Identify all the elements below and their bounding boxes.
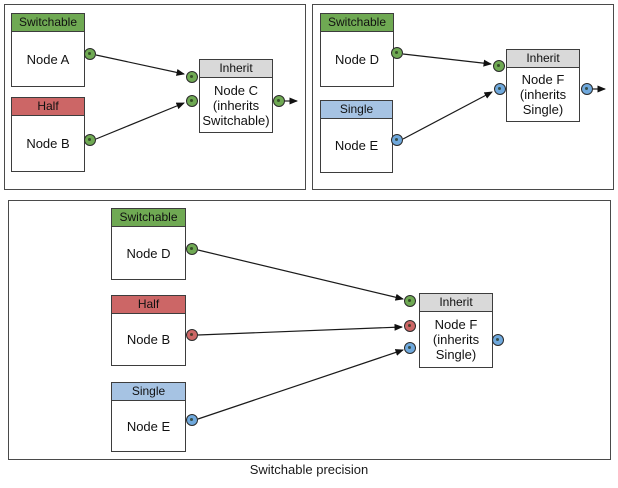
- node-b-bottom-body: Node B: [112, 314, 185, 365]
- node-a-label: Node A: [26, 51, 70, 67]
- node-f-bottom-sublabel: (inherits Single): [432, 332, 480, 362]
- node-f-bottom: Inherit Node F (inherits Single): [419, 293, 493, 368]
- node-c: Inherit Node C (inherits Switchable): [199, 59, 273, 133]
- port-node-f-top-input-d: [493, 60, 505, 72]
- node-e-bottom-header-label: Single: [131, 384, 166, 398]
- node-f-top-label: Node F: [521, 72, 565, 87]
- node-d-bottom-label: Node D: [126, 245, 171, 261]
- node-b-body: Node B: [12, 116, 84, 171]
- node-f-bottom-header-label: Inherit: [439, 295, 473, 309]
- node-a: Switchable Node A: [11, 13, 85, 87]
- node-c-body: Node C (inherits Switchable): [200, 78, 272, 132]
- node-d-top-label: Node D: [334, 51, 380, 67]
- port-node-f-bottom-input-d: [404, 295, 416, 307]
- node-f-bottom-header: Inherit: [420, 294, 492, 312]
- port-node-f-top-input-e: [494, 83, 506, 95]
- node-f-top: Inherit Node F (inherits Single): [506, 49, 580, 122]
- port-node-f-bottom-output: [492, 334, 504, 346]
- port-node-a-output: [84, 48, 96, 60]
- node-f-top-body: Node F (inherits Single): [507, 68, 579, 121]
- node-b-bottom-header-label: Half: [137, 297, 160, 311]
- node-b-bottom: Half Node B: [111, 295, 186, 366]
- port-node-c-input-b: [186, 95, 198, 107]
- node-d-bottom-header-label: Switchable: [119, 210, 178, 224]
- port-node-d-top-output: [391, 47, 403, 59]
- node-d-bottom: Switchable Node D: [111, 208, 186, 280]
- node-e-top: Single Node E: [320, 100, 393, 173]
- node-b-header: Half: [12, 98, 84, 116]
- port-node-f-bottom-input-b: [404, 320, 416, 332]
- node-f-top-header: Inherit: [507, 50, 579, 68]
- node-a-header-label: Switchable: [18, 15, 78, 29]
- port-node-c-output: [273, 95, 285, 107]
- node-b-label: Node B: [26, 136, 70, 151]
- node-f-top-header-label: Inherit: [526, 51, 560, 65]
- node-a-body: Node A: [12, 32, 84, 86]
- node-b: Half Node B: [11, 97, 85, 172]
- node-e-bottom-body: Node E: [112, 401, 185, 451]
- node-f-bottom-body: Node F (inherits Single): [420, 312, 492, 367]
- node-d-top-body: Node D: [321, 32, 393, 86]
- node-e-top-label: Node E: [334, 138, 379, 153]
- node-d-bottom-header: Switchable: [112, 209, 185, 227]
- port-node-c-input-a: [186, 71, 198, 83]
- node-d-bottom-body: Node D: [112, 227, 185, 279]
- node-b-bottom-label: Node B: [126, 332, 171, 347]
- node-b-bottom-header: Half: [112, 296, 185, 314]
- port-node-e-top-output: [391, 134, 403, 146]
- node-e-top-body: Node E: [321, 119, 392, 172]
- node-d-top-header-label: Switchable: [327, 15, 387, 29]
- node-a-header: Switchable: [12, 14, 84, 32]
- node-c-header-label: Inherit: [219, 61, 253, 75]
- node-f-bottom-label: Node F: [434, 317, 478, 332]
- node-d-top-header: Switchable: [321, 14, 393, 32]
- port-node-f-bottom-input-e: [404, 342, 416, 354]
- port-node-e-bottom-output: [186, 414, 198, 426]
- node-e-bottom-label: Node E: [126, 418, 171, 434]
- node-c-label: Node C: [213, 82, 259, 98]
- port-node-f-top-output: [581, 83, 593, 95]
- node-e-bottom-header: Single: [112, 383, 185, 401]
- node-b-header-label: Half: [37, 99, 59, 113]
- port-node-b-output: [84, 134, 96, 146]
- node-c-sublabel: (inherits Switchable): [202, 97, 270, 128]
- node-e-top-header-label: Single: [339, 102, 374, 116]
- port-node-d-bottom-output: [186, 243, 198, 255]
- node-e-bottom: Single Node E: [111, 382, 186, 452]
- node-d-top: Switchable Node D: [320, 13, 394, 87]
- node-c-header: Inherit: [200, 60, 272, 78]
- panel-bottom: [8, 200, 611, 460]
- port-node-b-bottom-output: [186, 329, 198, 341]
- node-e-top-header: Single: [321, 101, 392, 119]
- node-f-top-sublabel: (inherits Single): [519, 87, 567, 117]
- figure-caption: Switchable precision: [249, 462, 369, 477]
